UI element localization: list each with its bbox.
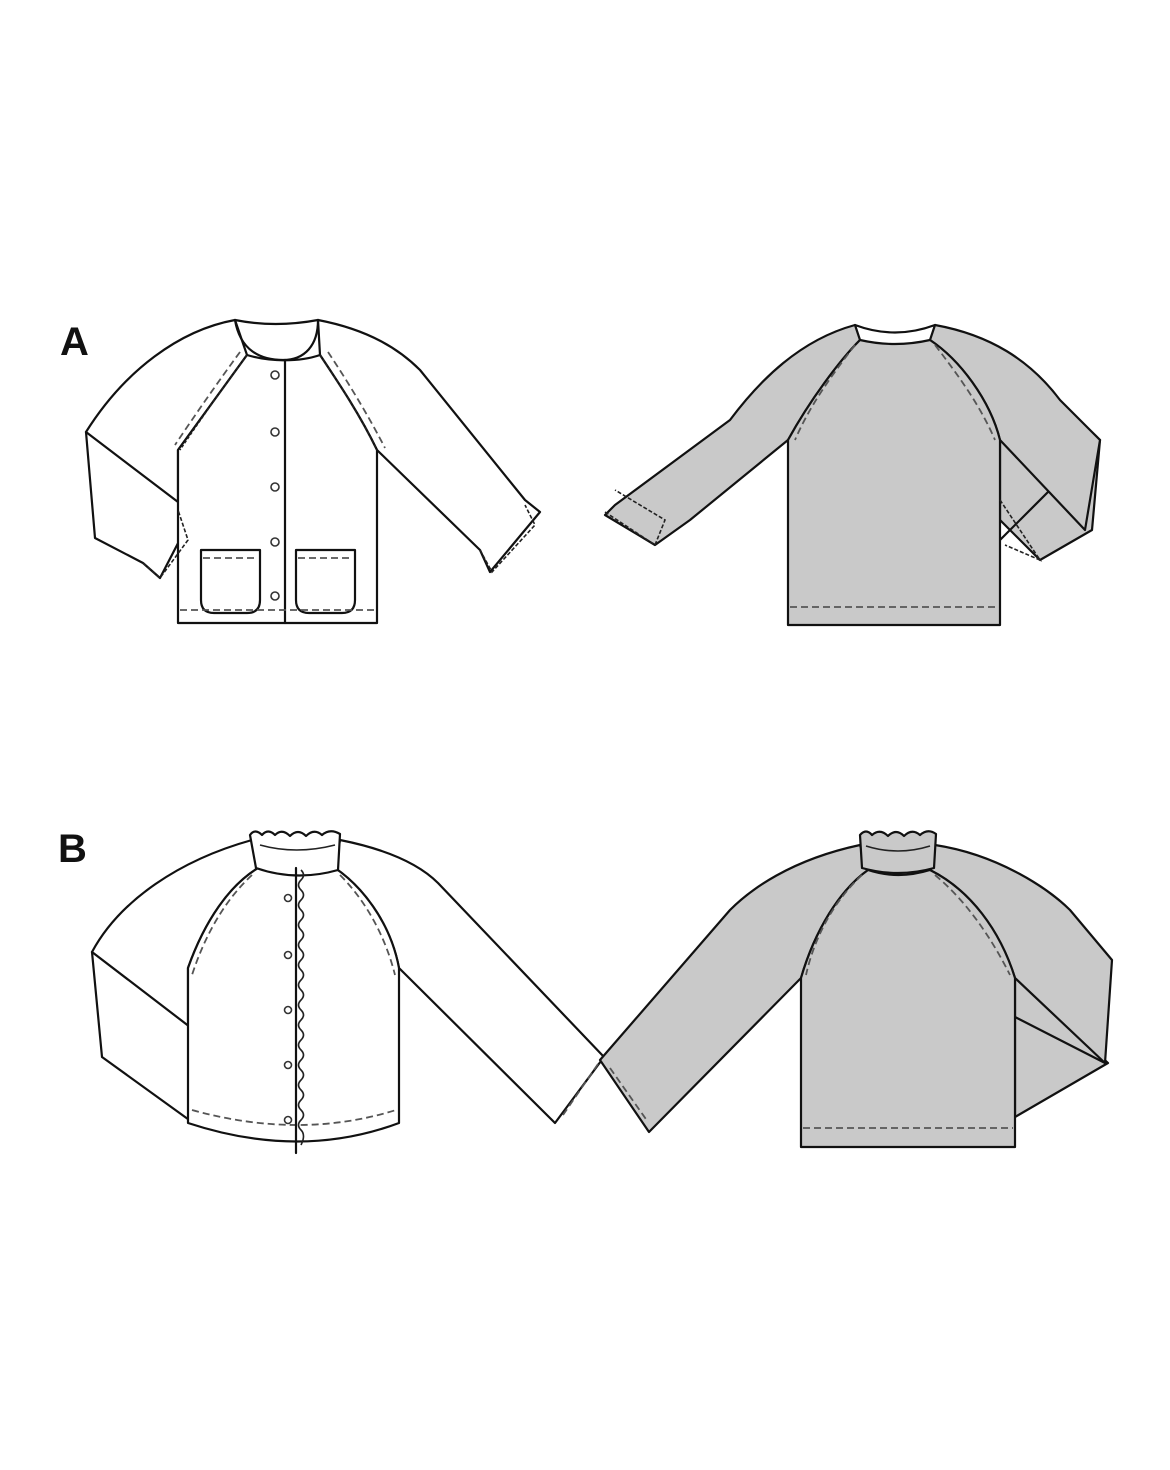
- view-a-front: [84, 318, 542, 625]
- view-b-back: [598, 830, 1114, 1149]
- view-b-front: [90, 830, 606, 1155]
- view-label-a: A: [60, 320, 89, 364]
- view-label-b: B: [58, 827, 87, 871]
- view-a-back: [603, 323, 1102, 627]
